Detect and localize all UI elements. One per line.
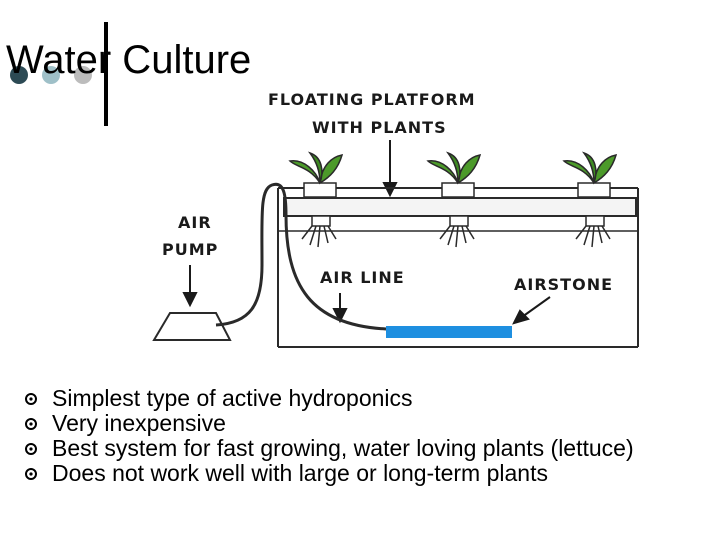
air-pump: [152, 312, 232, 341]
ring-bullet-icon: [25, 418, 37, 430]
arrow-air-line: [332, 293, 348, 324]
airstone: [386, 326, 512, 338]
bullet-text: Simplest type of active hydroponics: [52, 385, 413, 411]
slide-title: Water Culture: [6, 38, 252, 82]
bullet-item: Simplest type of active hydroponics: [24, 386, 634, 411]
title-divider: [104, 22, 108, 126]
label-air-line: AIR LINE: [320, 268, 405, 287]
ring-bullet-icon: [25, 468, 37, 480]
ring-bullet-icon: [25, 443, 37, 455]
bullet-list: Simplest type of active hydroponics Very…: [24, 386, 634, 486]
bullet-item: Best system for fast growing, water lovi…: [24, 436, 634, 461]
label-floating-platform-line2: WITH PLANTS: [312, 118, 447, 137]
arrow-platform: [382, 140, 398, 198]
label-air-pump-line2: PUMP: [162, 240, 218, 259]
plant-left: [288, 151, 344, 248]
bullet-item: Does not work well with large or long-te…: [24, 461, 634, 486]
bullet-item: Very inexpensive: [24, 411, 634, 436]
label-airstone: AIRSTONE: [514, 275, 613, 294]
ring-bullet-icon: [25, 393, 37, 405]
arrow-airstone: [512, 296, 551, 325]
floating-platform: [283, 197, 637, 217]
dot-dark: [10, 66, 28, 84]
label-air-pump-line1: AIR: [178, 213, 212, 232]
plant-middle: [426, 151, 482, 248]
water-culture-diagram: FLOATING PLATFORM WITH PLANTS AIR PUMP A…: [152, 90, 639, 348]
bullet-text: Very inexpensive: [52, 410, 226, 436]
dot-light-blue: [42, 66, 60, 84]
decorative-dots: [10, 66, 92, 84]
bullet-text: Best system for fast growing, water lovi…: [52, 435, 634, 461]
dot-grey: [74, 66, 92, 84]
label-floating-platform-line1: FLOATING PLATFORM: [268, 90, 476, 109]
air-line-tube: [215, 182, 387, 331]
arrow-air-pump: [182, 265, 198, 308]
bullet-text: Does not work well with large or long-te…: [52, 460, 548, 486]
plant-right: [562, 151, 618, 248]
